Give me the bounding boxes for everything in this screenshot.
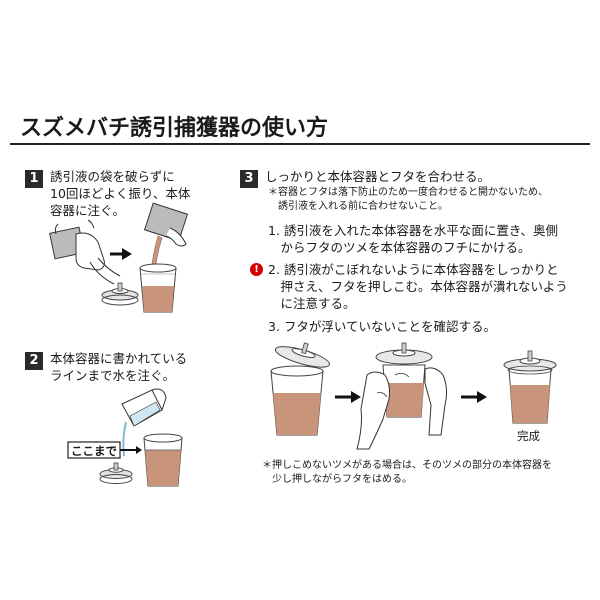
title-divider — [10, 143, 590, 145]
fill-line-label: ここまで — [71, 444, 117, 458]
step-2-line-1: 本体容器に書かれている — [50, 351, 188, 366]
step-3-note-line-1: ＊容器とフタは落下防止のため一度合わせると開かないため、 — [268, 187, 548, 198]
step-3-footnote-line-1: ＊押しこめないツメがある場合は、そのツメの部分の本体容器を — [262, 460, 552, 471]
step-3-note-line-2: 誘引液を入れる前に合わせないこと。 — [268, 201, 448, 212]
step-1-line-3: 容器に注ぐ。 — [50, 203, 126, 218]
hands-pressing-lid-icon — [356, 342, 448, 450]
step-3-sub-2-line-1: 2. 誘引液がこぼれないように本体容器をしっかりと — [268, 262, 559, 277]
arrow-right-icon — [136, 446, 142, 454]
arrow-right-icon — [122, 248, 132, 260]
complete-label: 完成 — [517, 429, 540, 443]
cup-icon — [139, 263, 177, 313]
step-3-badge: 3 — [240, 170, 258, 188]
bag-shaking-icon — [49, 219, 121, 285]
step-3-heading: しっかりと本体容器とフタを合わせる。 — [265, 169, 491, 184]
step-3-illustration — [270, 342, 557, 450]
arrow-right-icon — [477, 391, 487, 403]
completed-trap-icon — [503, 350, 557, 424]
step-3-sub-1-line-1: 1. 誘引液を入れた本体容器を水平な面に置き、奥側 — [268, 223, 559, 238]
step-1-badge: 1 — [25, 170, 43, 188]
step-3-footnote-line-2: 少し押しながらフタをはめる。 — [262, 474, 412, 485]
bag-pouring-icon — [143, 202, 189, 265]
arrow-right-icon — [351, 391, 361, 403]
page-title: スズメバチ誘引捕獲器の使い方 — [20, 116, 329, 141]
step-1-illustration — [49, 202, 189, 313]
lid-icon — [101, 282, 139, 306]
cup-with-tilted-lid-icon — [270, 342, 330, 436]
warning-icon: ! — [250, 263, 263, 276]
step-2-line-2: ラインまで水を注ぐ。 — [50, 368, 176, 383]
step-1-line-1: 誘引液の袋を破らずに — [50, 169, 175, 184]
step-3-sub-2-line-3: に注意する。 — [268, 296, 356, 311]
cup-icon — [143, 433, 183, 487]
step-2-badge: 2 — [25, 352, 43, 370]
step-1-line-2: 10回ほどよく振り、本体 — [50, 186, 191, 201]
water-jug-icon — [121, 388, 167, 457]
step-3-sub-3: 3. フタが浮いていないことを確認する。 — [268, 319, 497, 334]
step-3-sub-1-line-2: からフタのツメを本体容器のフチにかける。 — [268, 240, 531, 255]
step-3-sub-2-line-2: 押さえ、フタを押しこむ。本体容器が潰れないよう — [268, 279, 568, 294]
lid-icon — [99, 462, 133, 484]
step-2-illustration — [67, 388, 183, 487]
